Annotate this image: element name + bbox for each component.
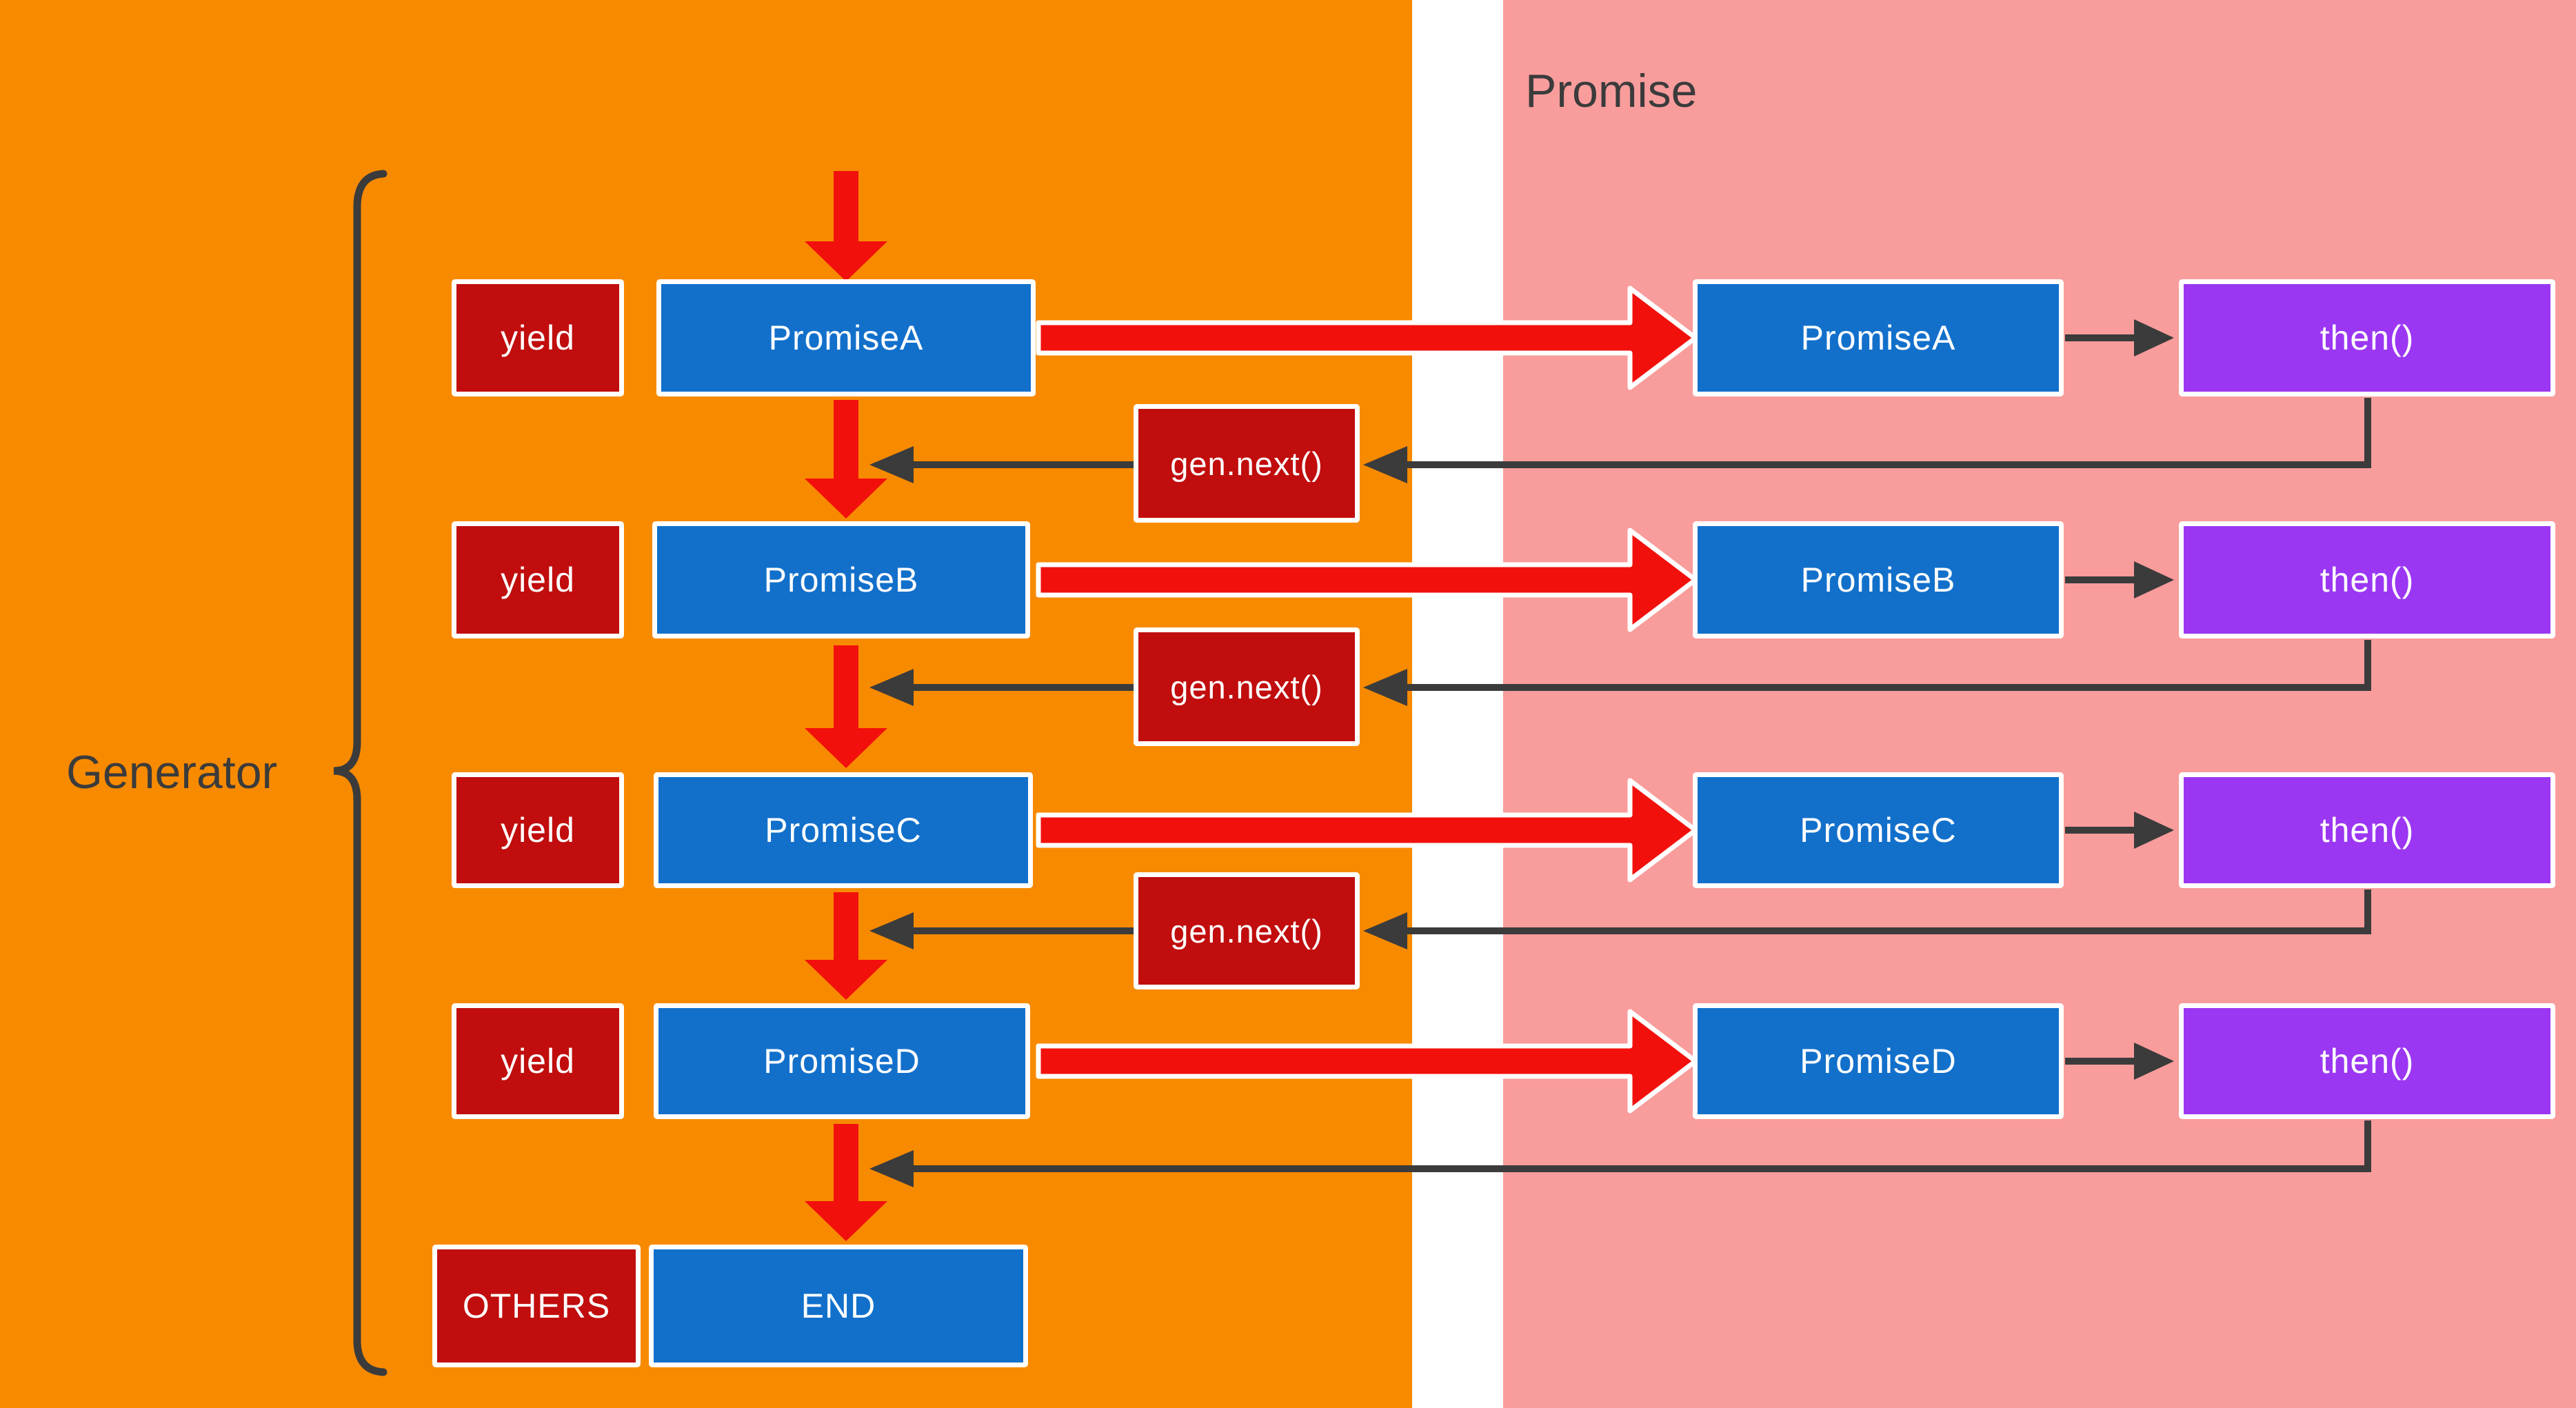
gen-next-label: gen.next() [1170, 445, 1323, 482]
promise-side-box: PromiseD [1693, 1003, 2064, 1119]
gen-next-label: gen.next() [1170, 912, 1323, 949]
promise-title: Promise [1525, 65, 1698, 117]
then-box: then() [2179, 772, 2555, 888]
gen-next-box: gen.next() [1134, 627, 1360, 746]
promise-label: PromiseA [768, 319, 924, 357]
generator-promise-box: PromiseD [654, 1003, 1030, 1119]
promise-panel [1503, 0, 2576, 1408]
promise-label: PromiseB [1800, 561, 1956, 599]
promise-label: PromiseC [765, 811, 922, 849]
gen-next-box: gen.next() [1134, 872, 1360, 989]
yield-label: yield [501, 561, 575, 599]
promise-side-box: PromiseC [1693, 772, 2064, 888]
then-box: then() [2179, 1003, 2555, 1119]
promise-side-box: PromiseA [1693, 279, 2064, 396]
generator-promise-box: PromiseB [652, 521, 1030, 638]
promise-side-box: PromiseB [1693, 521, 2064, 638]
promise-label: PromiseB [763, 561, 919, 599]
promise-label: PromiseD [763, 1042, 920, 1080]
yield-box: yield [452, 279, 624, 396]
promise-label: PromiseA [1800, 319, 1956, 357]
generator-promise-box: PromiseA [656, 279, 1036, 396]
yield-label: yield [501, 1042, 575, 1080]
yield-label: yield [501, 319, 575, 357]
others-box: OTHERS [432, 1245, 641, 1367]
then-label: then() [2320, 1042, 2415, 1080]
end-box: END [649, 1245, 1028, 1367]
generator-promise-box: PromiseC [654, 772, 1033, 888]
then-label: then() [2320, 561, 2415, 599]
generator-label: Generator [66, 746, 278, 798]
yield-box: yield [452, 1003, 624, 1119]
then-label: then() [2320, 811, 2415, 849]
promise-label: PromiseD [1800, 1042, 1957, 1080]
yield-label: yield [501, 811, 575, 849]
gen-next-box: gen.next() [1134, 404, 1360, 523]
then-label: then() [2320, 319, 2415, 357]
then-box: then() [2179, 521, 2555, 638]
yield-box: yield [452, 521, 624, 638]
promise-label: PromiseC [1800, 811, 1957, 849]
end-label: END [801, 1287, 876, 1325]
then-box: then() [2179, 279, 2555, 396]
others-label: OTHERS [462, 1287, 611, 1325]
gen-next-label: gen.next() [1170, 668, 1323, 705]
yield-box: yield [452, 772, 624, 888]
